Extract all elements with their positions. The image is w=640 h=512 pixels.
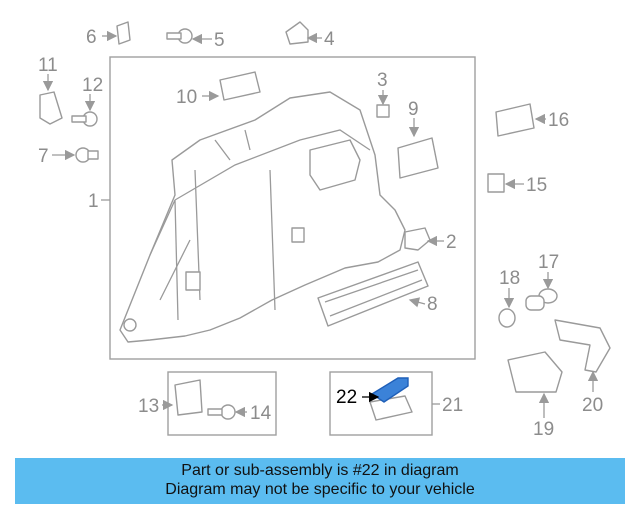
callout-18: 18 [499, 268, 520, 289]
bracket-part-20[interactable] [554, 319, 611, 373]
callout-10: 10 [176, 87, 197, 108]
cover-part-16[interactable] [495, 103, 535, 137]
fastener-part-7[interactable] [75, 147, 99, 163]
info-banner: Part or sub-assembly is #22 in diagram D… [15, 458, 625, 504]
callout-9: 9 [408, 99, 419, 120]
callout-7: 7 [38, 146, 49, 167]
bolt-part-14[interactable] [207, 404, 236, 420]
banner-line-disclaimer: Diagram may not be specific to your vehi… [165, 481, 475, 498]
callout-22-highlighted: 22 [336, 387, 357, 408]
callout-11: 11 [38, 55, 58, 76]
callout-19: 19 [533, 419, 554, 440]
pad-part-15[interactable] [487, 173, 505, 193]
screw-part-5[interactable] [166, 28, 193, 44]
bracket-part-11[interactable] [39, 91, 63, 125]
box-part-19[interactable] [507, 351, 563, 393]
callout-2: 2 [446, 232, 457, 253]
clip-part-3[interactable] [376, 104, 390, 118]
callout-14: 14 [250, 403, 272, 424]
main-assembly-frame [109, 56, 476, 360]
callout-21: 21 [442, 395, 463, 416]
callout-13: 13 [138, 396, 159, 417]
clip-part-2[interactable] [404, 227, 431, 251]
callout-1: 1 [88, 191, 99, 212]
bolt-part-12[interactable] [71, 111, 98, 127]
callout-4: 4 [324, 29, 335, 50]
plug-part-17[interactable] [525, 288, 558, 311]
cover-part-9[interactable] [397, 137, 439, 179]
callout-15: 15 [526, 175, 547, 196]
quarter-trim-panel-part-1[interactable] [119, 91, 406, 343]
callout-5: 5 [214, 30, 225, 51]
leader-8 [408, 297, 426, 308]
callout-17: 17 [538, 252, 559, 273]
callout-12: 12 [82, 75, 103, 96]
grommet-part-18[interactable] [498, 308, 516, 328]
insert-part-21[interactable] [369, 395, 413, 421]
retainer-part-4[interactable] [285, 21, 309, 45]
bracket-part-10[interactable] [219, 71, 261, 101]
callout-20: 20 [582, 395, 603, 416]
clip-part-6[interactable] [116, 21, 131, 45]
callout-8: 8 [427, 294, 438, 315]
callout-16: 16 [548, 110, 569, 131]
banner-line-part-number: Part or sub-assembly is #22 in diagram [181, 462, 459, 479]
cover-part-13[interactable] [174, 379, 203, 416]
highlighted-part-22[interactable] [370, 377, 409, 403]
callout-6: 6 [86, 27, 97, 48]
callout-3: 3 [377, 70, 388, 91]
